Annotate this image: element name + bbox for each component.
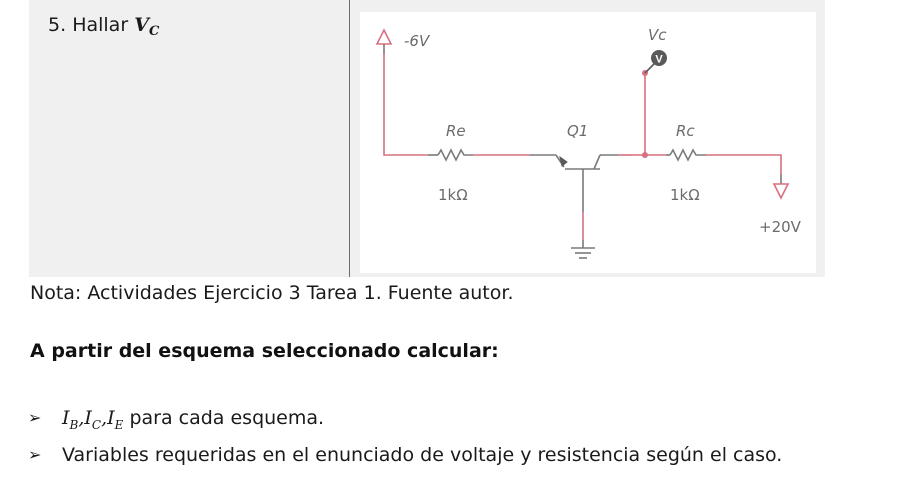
- probe-label: Vc: [648, 26, 667, 44]
- circuit-diagram: V -6V Re 1kΩ Q1 Vc Rc 1kΩ +20V: [360, 12, 816, 273]
- problem-text: Hallar: [72, 14, 129, 36]
- circuit-schematic: V: [375, 28, 790, 259]
- emitter-resistor-name: Re: [446, 122, 466, 140]
- positive-source-label: +20V: [759, 218, 801, 236]
- list-item: ➢ Variables requeridas en el enunciado d…: [26, 441, 886, 469]
- negative-source-icon: [375, 28, 393, 54]
- svg-text:V: V: [655, 54, 663, 66]
- collector-resistor-value: 1kΩ: [670, 186, 700, 204]
- transistor-label: Q1: [567, 122, 589, 140]
- bullet-list: ➢ IB,IC,IE para cada esquema. ➢ Variable…: [26, 404, 886, 469]
- arrow-bullet-icon: ➢: [28, 408, 42, 427]
- bullet-text: para cada esquema.: [123, 407, 325, 429]
- figure-note: Nota: Actividades Ejercicio 3 Tarea 1. F…: [30, 282, 514, 304]
- transistor-icon: [555, 154, 618, 212]
- ground-icon: [571, 247, 595, 259]
- collector-resistor-icon: [669, 148, 706, 162]
- bullet-text: Variables requeridas en el enunciado de …: [62, 443, 783, 466]
- negative-source-label: -6V: [404, 32, 430, 50]
- section-heading: A partir del esquema seleccionado calcul…: [30, 340, 499, 362]
- list-item: ➢ IB,IC,IE para cada esquema.: [26, 404, 886, 439]
- problem-variable: VC: [134, 14, 160, 39]
- problem-number: 5.: [48, 14, 67, 36]
- arrow-bullet-icon: ➢: [28, 444, 42, 464]
- currents-math: IB,IC,IE: [62, 407, 124, 432]
- emitter-resistor-icon: [437, 148, 473, 162]
- emitter-resistor-value: 1kΩ: [438, 186, 468, 204]
- voltmeter-probe-icon: V: [651, 50, 667, 66]
- table-column-divider: [349, 0, 350, 277]
- problem-title: 5. Hallar VC: [48, 14, 159, 39]
- collector-resistor-name: Rc: [676, 122, 695, 140]
- positive-source-icon: [772, 183, 790, 200]
